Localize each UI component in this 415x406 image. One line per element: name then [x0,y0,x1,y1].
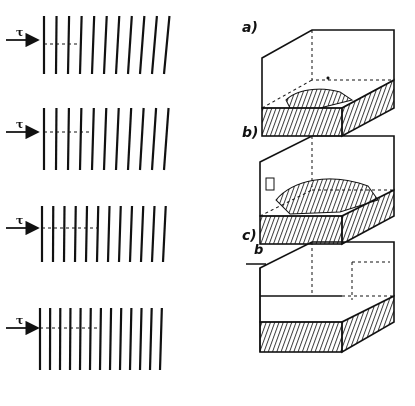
lattice-line [150,205,156,263]
lattice-line [106,205,111,263]
lattice-line [138,107,145,171]
lattice-line [98,307,103,371]
lattice-line [128,307,133,371]
lattice-line [90,15,96,75]
box-side-face [341,188,395,246]
lattice-line [126,107,133,171]
box-back-dashed [311,30,394,81]
lattice-line [88,307,92,371]
box-a: a) [242,20,395,138]
stage-3: τ [6,205,167,263]
lattice-line [139,205,145,263]
box-side-face [341,294,395,354]
lattice-line [114,15,121,75]
lattice-line [73,205,77,263]
stress-label: τ [16,314,23,327]
lattice-line [108,307,113,371]
box-side-face [341,78,395,138]
lattice-line [162,15,171,75]
box-front-face [259,321,343,353]
lattice-line [128,205,134,263]
lattice-line [117,205,122,263]
box-c: c) b [242,228,395,354]
lattice-line [138,307,143,371]
box-front-face [261,107,343,137]
lattice-line [66,15,71,75]
lattice-line [78,15,83,75]
lattice-line [95,205,100,263]
lattice-line [150,15,159,75]
box-label: a) [242,20,258,36]
lattice-line [161,205,167,263]
lattice-line [78,107,83,171]
box-label: c) [242,228,257,244]
lattice-line [102,15,108,75]
lattice-line [138,15,146,75]
lattice-line [114,107,120,171]
box-front-face [259,215,343,245]
lattice-line [102,107,108,171]
lattice-line [66,107,71,171]
lattice-line [62,205,66,263]
lattice-line [162,107,170,171]
lattice-line [84,205,89,263]
stress-label: τ [16,26,23,39]
lattice-line [78,307,82,371]
stage-4: τ [6,307,163,371]
stage-1: τ [6,15,171,75]
lattice-line [158,307,163,371]
box-b: b) [242,125,395,246]
lattice-line [150,107,158,171]
stage-2: τ [6,107,170,171]
lattice-line [90,107,95,171]
stress-label: τ [16,118,23,131]
box-label: b) [242,125,258,141]
burgers-vector-label: b [254,243,263,258]
lattice-line [148,307,153,371]
lattice-line [126,15,133,75]
slip-region [285,88,354,109]
stress-label: τ [16,214,23,227]
lattice-line [118,307,123,371]
lattice-line [54,15,58,75]
